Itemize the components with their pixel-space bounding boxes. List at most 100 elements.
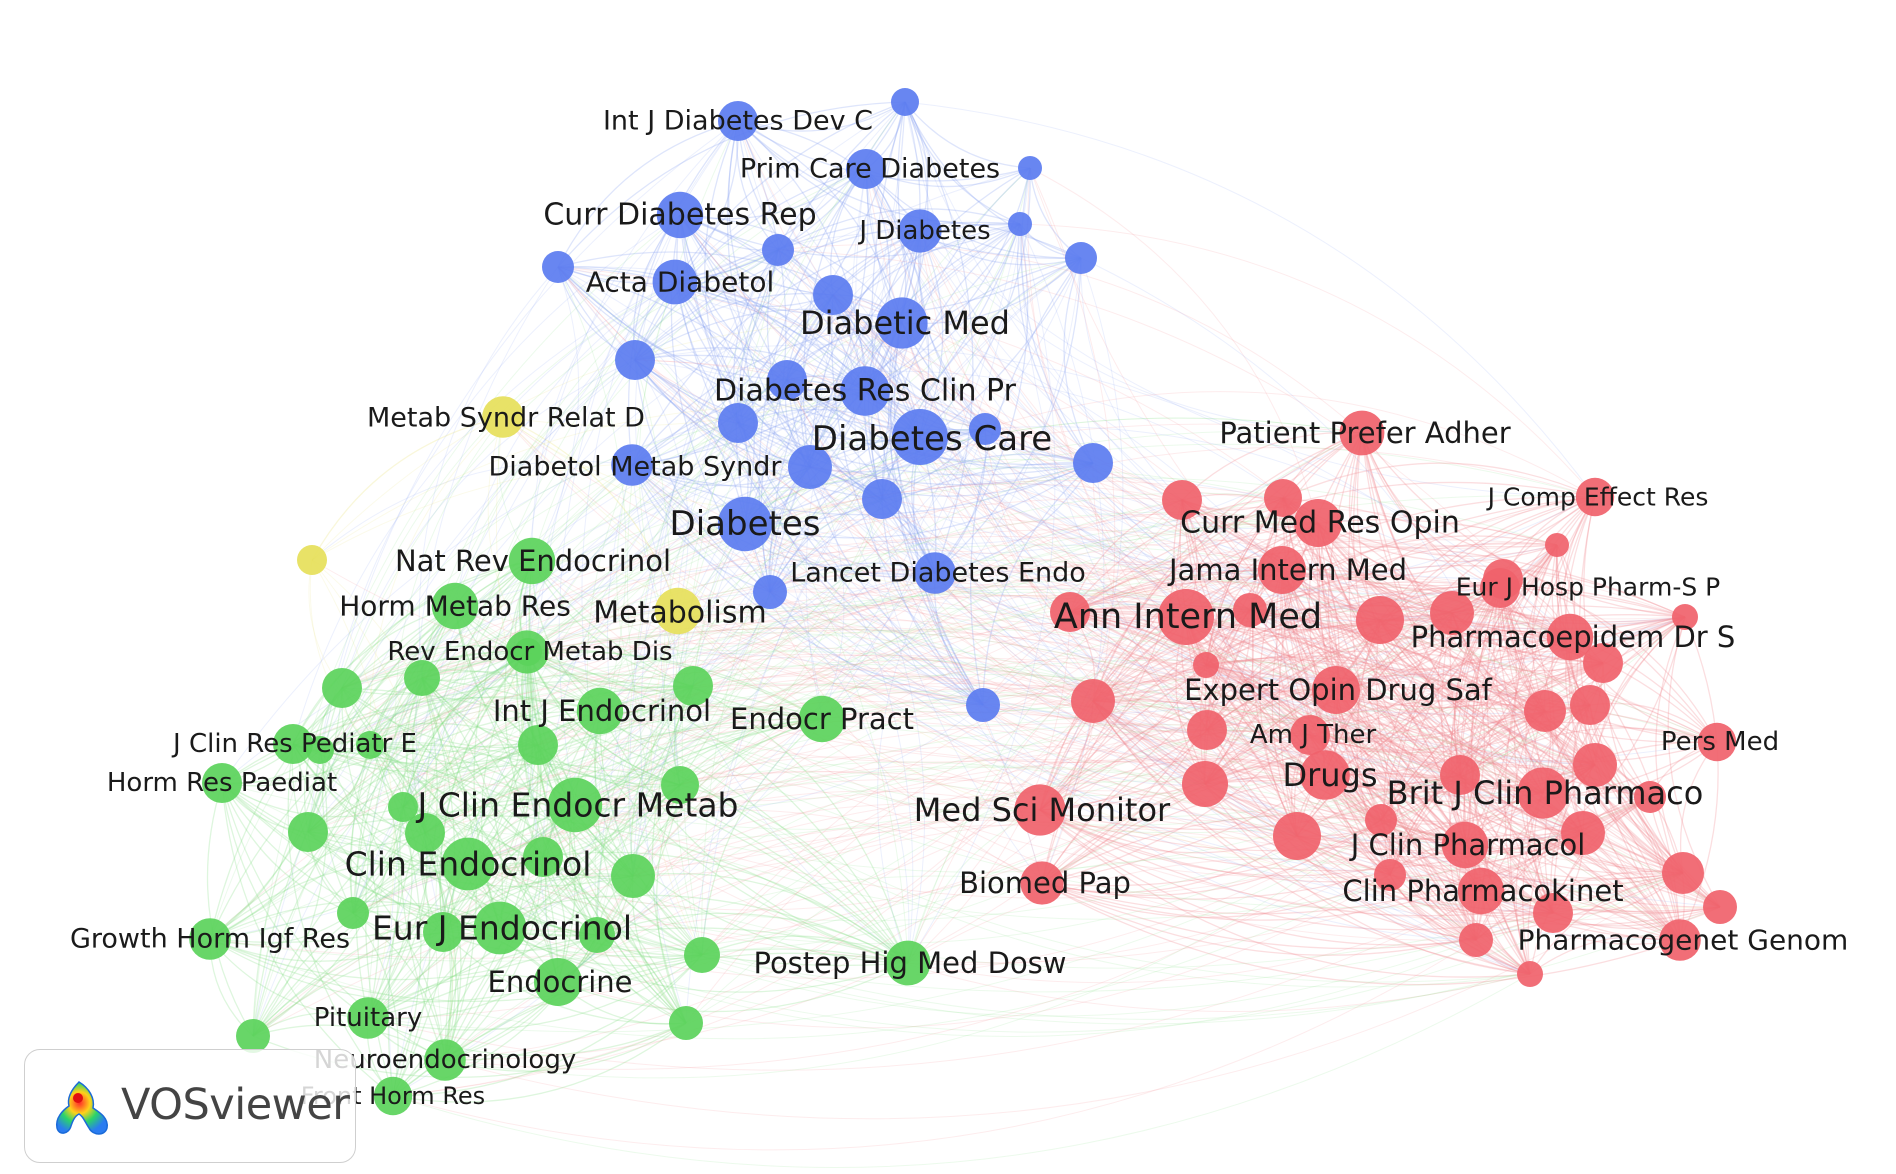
network-node[interactable] (1065, 242, 1097, 274)
network-node[interactable] (288, 812, 328, 852)
network-node[interactable] (306, 736, 334, 764)
network-node[interactable] (788, 445, 832, 489)
network-node[interactable] (1264, 479, 1302, 517)
node-endocrine[interactable] (534, 958, 582, 1006)
label-curr-med-res-opin[interactable]: Curr Med Res Opin (1180, 506, 1460, 541)
node-horm-res-paediat[interactable] (202, 763, 242, 803)
network-node[interactable] (1459, 923, 1493, 957)
label-pharmacoepidem-dr-s[interactable]: Pharmacoepidem Dr S (1411, 620, 1736, 654)
node-j-clin-pharmacol[interactable] (1441, 821, 1489, 869)
node-front-horm-res[interactable] (373, 1076, 413, 1116)
node-eur-j-endocrinol[interactable] (473, 901, 527, 955)
network-node[interactable] (542, 251, 574, 283)
node-pituitary[interactable] (347, 997, 389, 1039)
label-metab-syndr-relat-d[interactable]: Metab Syndr Relat D (367, 403, 645, 434)
label-int-j-diabetes-dev-c[interactable]: Int J Diabetes Dev C (603, 106, 873, 137)
network-node[interactable] (1018, 156, 1042, 180)
network-node[interactable] (891, 88, 919, 116)
network-node[interactable] (1533, 893, 1573, 933)
network-node[interactable] (1570, 685, 1610, 725)
network-node[interactable] (1634, 781, 1666, 813)
node-curr-diabetes-rep[interactable] (656, 191, 704, 239)
node-curr-med-res-opin[interactable] (1294, 499, 1342, 547)
label-ann-intern-med[interactable]: Ann Intern Med (1054, 597, 1322, 637)
node-j-clin-endocr-metab[interactable] (547, 777, 603, 833)
node-diabetol-metab-syndr[interactable] (611, 444, 653, 486)
label-int-j-endocrinol[interactable]: Int J Endocrinol (493, 694, 711, 728)
network-node[interactable] (813, 275, 853, 315)
network-node[interactable] (1374, 859, 1406, 891)
network-node[interactable] (405, 813, 445, 853)
label-drugs[interactable]: Drugs (1282, 756, 1377, 794)
network-node[interactable] (1050, 592, 1090, 632)
label-eur-j-hosp-pharm-s-p[interactable]: Eur J Hosp Pharm-S P (1456, 573, 1720, 602)
node-pharmacogenet-genom[interactable] (1659, 919, 1701, 961)
node-patient-prefer-adher[interactable] (1339, 410, 1385, 456)
network-node[interactable] (969, 413, 1001, 445)
network-node[interactable] (718, 403, 758, 443)
network-node[interactable] (1356, 596, 1404, 644)
network-node[interactable] (1008, 212, 1032, 236)
network-node[interactable] (356, 731, 384, 759)
node-clin-pharmacokinet[interactable] (1457, 867, 1505, 915)
network-node[interactable] (1703, 890, 1737, 924)
label-diabetes-care[interactable]: Diabetes Care (812, 419, 1052, 459)
network-node[interactable] (404, 660, 440, 696)
label-j-clin-endocr-metab[interactable]: J Clin Endocr Metab (416, 786, 739, 825)
label-j-clin-pharmacol[interactable]: J Clin Pharmacol (1349, 828, 1586, 862)
node-metab-syndr-relat-d[interactable] (482, 396, 524, 438)
network-node[interactable] (669, 1006, 703, 1040)
node-pers-med[interactable] (1697, 722, 1737, 762)
label-j-comp-effect-res[interactable]: J Comp Effect Res (1486, 483, 1709, 512)
label-biomed-pap[interactable]: Biomed Pap (959, 866, 1131, 900)
network-node[interactable] (862, 479, 902, 519)
network-node[interactable] (579, 917, 615, 953)
node-expert-opin-drug-saf[interactable] (1312, 666, 1360, 714)
label-diabetol-metab-syndr[interactable]: Diabetol Metab Syndr (488, 452, 782, 483)
label-postep-hig-med-dosw[interactable]: Postep Hig Med Dosw (753, 946, 1066, 980)
node-brit-j-clin-pharmaco[interactable] (1517, 767, 1569, 819)
label-pharmacogenet-genom[interactable]: Pharmacogenet Genom (1518, 924, 1849, 957)
network-node[interactable] (297, 545, 327, 575)
node-diabetes[interactable] (717, 496, 773, 552)
node-rev-endocr-metab-dis[interactable] (505, 630, 549, 674)
network-node[interactable] (1430, 591, 1474, 635)
network-node[interactable] (661, 766, 699, 804)
network-node[interactable] (611, 854, 655, 898)
label-metabolism[interactable]: Metabolism (593, 596, 766, 631)
label-med-sci-monitor[interactable]: Med Sci Monitor (914, 791, 1171, 829)
network-node[interactable] (1662, 852, 1704, 894)
network-node[interactable] (1073, 443, 1113, 483)
label-horm-res-paediat[interactable]: Horm Res Paediat (107, 768, 337, 798)
label-clin-pharmacokinet[interactable]: Clin Pharmacokinet (1342, 874, 1623, 908)
node-neuroendocrinology[interactable] (424, 1039, 466, 1081)
network-node[interactable] (1233, 593, 1267, 627)
network-node[interactable] (1365, 804, 1397, 836)
node-j-comp-effect-res[interactable] (1575, 477, 1615, 517)
label-brit-j-clin-pharmaco[interactable]: Brit J Clin Pharmaco (1387, 774, 1704, 812)
label-diabetes[interactable]: Diabetes (670, 504, 821, 544)
label-curr-diabetes-rep[interactable]: Curr Diabetes Rep (543, 198, 816, 233)
label-rev-endocr-metab-dis[interactable]: Rev Endocr Metab Dis (387, 637, 672, 667)
network-node[interactable] (1193, 652, 1219, 678)
network-node[interactable] (236, 1019, 270, 1053)
node-diabetes-care[interactable] (892, 409, 948, 465)
network-node[interactable] (322, 668, 362, 708)
network-node[interactable] (966, 688, 1000, 722)
network-node[interactable] (1162, 480, 1202, 520)
network-node[interactable] (1672, 604, 1698, 630)
node-drugs[interactable] (1300, 750, 1350, 800)
network-node[interactable] (518, 725, 558, 765)
label-j-clin-res-pediatr-e[interactable]: J Clin Res Pediatr E (171, 729, 417, 759)
network-node[interactable] (1517, 961, 1543, 987)
node-growth-horm-igf-res[interactable] (189, 918, 231, 960)
node-nat-rev-endocrinol[interactable] (508, 537, 556, 585)
network-node[interactable] (1545, 533, 1569, 557)
network-node[interactable] (1440, 755, 1480, 795)
node-biomed-pap[interactable] (1020, 861, 1064, 905)
node-pharmacoepidem-dr-s[interactable] (1546, 613, 1594, 661)
network-node[interactable] (1524, 690, 1566, 732)
network-node[interactable] (423, 912, 463, 952)
label-diabetic-med[interactable]: Diabetic Med (800, 304, 1010, 342)
label-acta-diabetol[interactable]: Acta Diabetol (586, 266, 774, 299)
